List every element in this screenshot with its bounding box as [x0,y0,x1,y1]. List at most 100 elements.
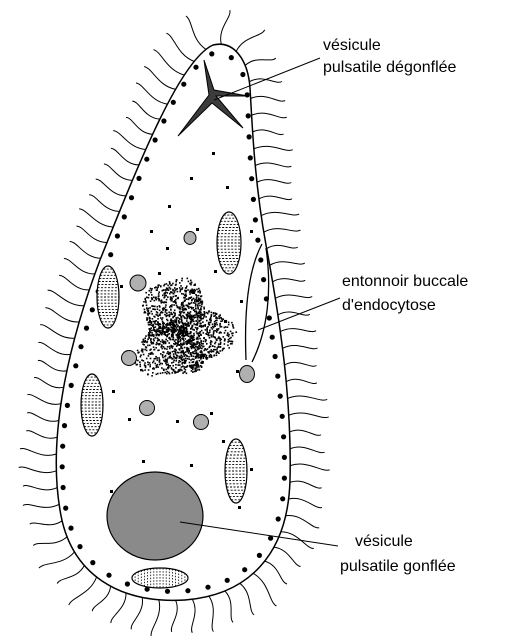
cilium [290,464,330,470]
pellicle-granule [275,374,280,379]
pellicle-granule [261,277,266,282]
cilium [27,413,59,422]
pellicle-granule [249,176,254,181]
granule [110,490,113,493]
cilium [20,449,56,456]
granule [210,412,213,415]
pellicle-granule [247,134,252,139]
pellicle-granule [246,113,251,118]
cilium [132,101,160,119]
cilium [113,131,146,150]
cilium [261,212,299,215]
cilium [252,113,287,118]
cilium [39,552,75,568]
pellicle-granule [106,573,111,578]
cilium [59,275,89,289]
granule [150,230,153,233]
cilium [144,67,175,90]
trichocyst [132,568,188,588]
pellicle-granule [282,455,287,460]
cilium [19,467,57,473]
pellicle-granule [255,238,260,243]
cilium [64,258,95,274]
granule [226,186,229,189]
cilium [253,130,284,135]
cilium [245,58,276,65]
trichocyst [81,374,103,436]
cilium [290,481,322,488]
pellicle-granule [257,553,262,558]
food-vacuole [184,232,196,245]
cilium [290,447,325,453]
cilium [57,565,84,583]
granule [222,440,225,443]
granule [236,370,239,373]
pellicle-granule [78,344,83,349]
cilium [289,413,329,418]
cilium [136,83,168,104]
cilium [285,362,317,366]
cilium [286,379,317,383]
cilium [111,593,126,623]
pellicle-granule [125,581,130,586]
pellicle-granule [273,354,278,359]
granule [112,390,115,393]
cilium [77,226,108,243]
cilium [289,498,322,507]
cilium [283,345,318,348]
cilium [221,10,230,44]
granule [190,464,193,467]
label-inflated-vesicle-line2: pulsatile gonflée [340,557,456,577]
granule [190,177,193,180]
pellicle-granule [68,526,73,531]
granule [250,230,253,233]
granule [214,270,217,273]
cilium [171,600,177,632]
cilium [267,245,298,248]
cilium [286,516,320,528]
cilium [89,195,119,212]
cilium [126,117,153,134]
cilium [255,163,291,167]
cilium [30,521,62,525]
food-vacuole [240,366,255,383]
pellicle-granule [73,363,78,368]
cilium [254,146,293,150]
pellicle-granule [77,544,82,549]
cilium [259,196,292,199]
pellicle-granule [90,560,95,565]
pellicle-granule [153,137,158,142]
granule [250,468,253,471]
pellicle-granule [136,176,141,181]
cilium [273,279,306,282]
cilium [270,262,305,266]
pellicle-granule [90,307,95,312]
pellicle-granule [242,567,247,572]
inflated-contractile-vacuole [107,472,203,560]
cilium [280,329,316,332]
pellicle-granule [225,578,230,583]
cilium [27,395,61,405]
cilium [34,378,64,388]
cilium [111,148,139,165]
pellicle-granule [185,588,190,593]
pellicle-granule [278,394,283,399]
pellicle-granule [84,326,89,331]
pellicle-granule [282,476,287,481]
pellicle-granule [251,197,256,202]
cilium [79,209,113,227]
pellicle-granule [248,155,253,160]
pellicle-granule [165,589,170,594]
granule [240,300,243,303]
cilium [33,537,67,546]
cilium [70,241,101,258]
label-deflated-vesicle-line1: vésicule [323,36,381,56]
granule [158,272,161,275]
cilium [274,547,301,566]
cilium [225,591,233,623]
cilium [131,597,142,629]
cilium [288,396,328,400]
pellicle-granule [240,72,245,77]
cilium [23,486,57,490]
